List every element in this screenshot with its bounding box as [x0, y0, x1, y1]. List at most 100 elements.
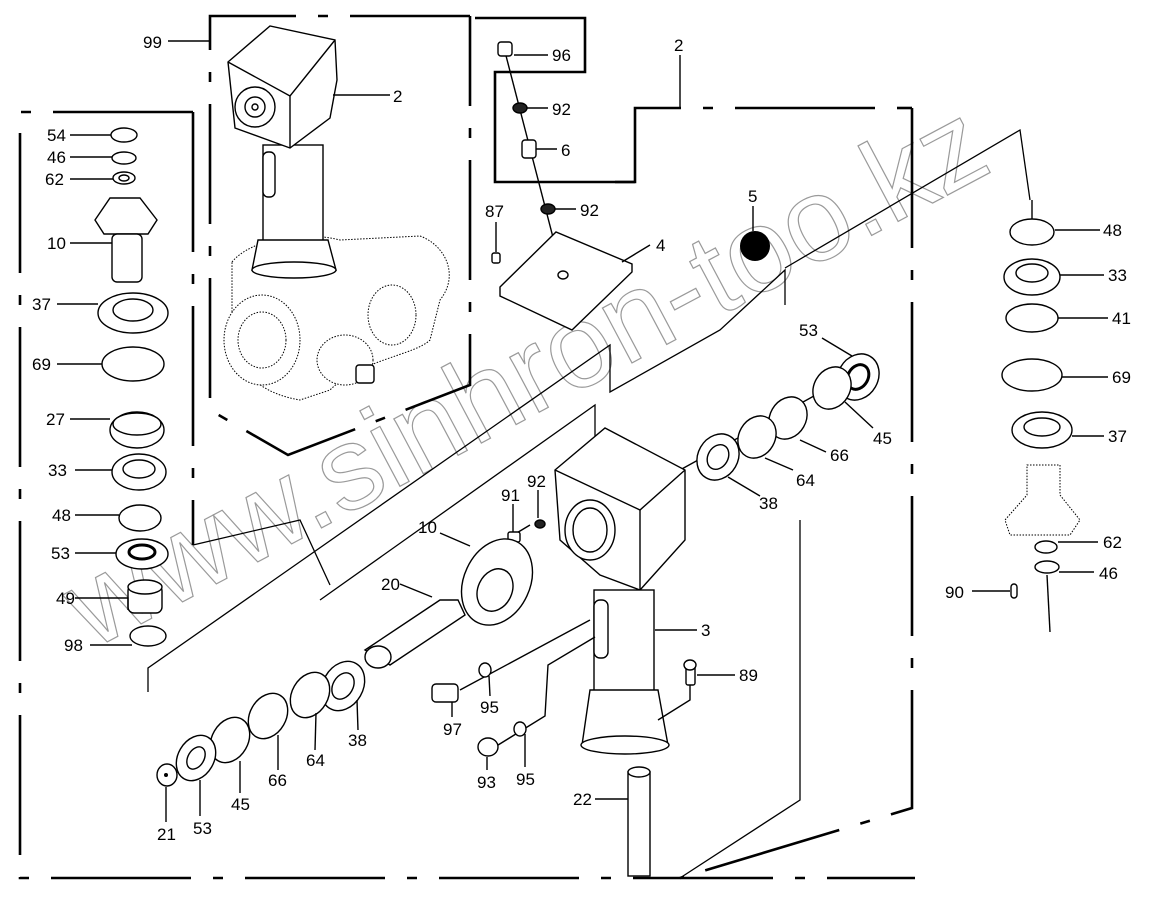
frame-housing-right: [679, 108, 914, 880]
callout-27: 27: [46, 410, 65, 429]
part-92b: [540, 203, 556, 215]
callout-54: 54: [47, 126, 66, 145]
right-column-parts: [1001, 200, 1081, 633]
callout-46: 46: [47, 148, 66, 167]
callout-33: 33: [48, 461, 67, 480]
callout-93: 93: [477, 773, 496, 792]
part-62b: [1034, 540, 1058, 554]
callout-87: 87: [485, 202, 504, 221]
callout-20: 20: [381, 575, 400, 594]
callout-89: 89: [739, 666, 758, 685]
callout-53: 53: [51, 544, 70, 563]
frame-top-small: [475, 16, 635, 184]
part-45b-circlip: [209, 716, 251, 764]
part-46b: [1034, 560, 1060, 574]
right-shaft-parts: [679, 353, 880, 481]
callout-69: 69: [1112, 368, 1131, 387]
callout-53: 53: [799, 321, 818, 340]
callout-92: 92: [552, 100, 571, 119]
callout-10: 10: [418, 518, 437, 537]
part-95a-washer: [478, 662, 492, 678]
callout-46: 46: [1099, 564, 1118, 583]
frame-left-bottom: [18, 110, 915, 880]
frame-assembly-99: [208, 14, 472, 457]
callout-98: 98: [64, 636, 83, 655]
callout-leaders: [57, 40, 1108, 822]
part-90-pin: [1010, 583, 1018, 599]
callout-33: 33: [1108, 266, 1127, 285]
part-69-ring: [101, 346, 165, 382]
callout-97: 97: [443, 720, 462, 739]
callout-49: 49: [56, 589, 75, 608]
frame-inner-right: [679, 520, 801, 879]
callout-37: 37: [32, 295, 51, 314]
callout-95: 95: [516, 770, 535, 789]
callout-96: 96: [552, 46, 571, 65]
callout-6: 6: [561, 141, 570, 160]
part-66b-ring: [247, 692, 289, 740]
frame-diag-4: [192, 519, 331, 586]
callout-69: 69: [32, 355, 51, 374]
callout-21: 21: [157, 825, 176, 844]
part-93-plug: [477, 737, 499, 757]
callout-4: 4: [656, 236, 665, 255]
assembly-99-drawing: [223, 25, 450, 401]
callout-66: 66: [830, 446, 849, 465]
callout-labels: 99 2 96 92 6 92 87 4 2 5 54 46 62 10 37 …: [32, 33, 1131, 844]
callout-45: 45: [873, 429, 892, 448]
callout-3: 3: [701, 621, 710, 640]
part-4-cover: [499, 231, 633, 331]
callout-2: 2: [674, 36, 683, 55]
callout-10: 10: [47, 234, 66, 253]
part-64-ring: [737, 415, 777, 459]
callout-99: 99: [143, 33, 162, 52]
callout-45: 45: [231, 795, 250, 814]
part-22-shaft: [627, 771, 651, 877]
frame-diag-2: [784, 128, 1031, 269]
callout-41: 41: [1112, 309, 1131, 328]
callout-2: 2: [393, 87, 402, 106]
callout-92: 92: [580, 201, 599, 220]
part-54: [110, 127, 138, 143]
part-92a: [512, 102, 528, 114]
part-48b-nut: [1009, 218, 1055, 246]
part-98-clamp: [129, 625, 167, 647]
part-92c: [534, 519, 546, 529]
part-95b-washer: [513, 721, 527, 737]
part-66-ring: [768, 396, 808, 440]
part-5-dot: [740, 231, 770, 261]
callout-48: 48: [1103, 221, 1122, 240]
callout-95: 95: [480, 698, 499, 717]
callout-5: 5: [748, 187, 757, 206]
callout-91: 91: [501, 486, 520, 505]
housing-3-drawing: [554, 427, 697, 877]
part-6: [521, 139, 537, 159]
callout-62: 62: [45, 170, 64, 189]
callout-22: 22: [573, 790, 592, 809]
callout-64: 64: [306, 751, 325, 770]
callout-37: 37: [1108, 427, 1127, 446]
part-10c-ghost: [1004, 464, 1081, 536]
part-87: [491, 252, 501, 264]
callout-64: 64: [796, 471, 815, 490]
frame-housing-top: [615, 106, 897, 184]
part-97-plug: [431, 683, 459, 703]
part-48-nut: [118, 504, 162, 532]
callout-66: 66: [268, 771, 287, 790]
part-69b-ring: [1001, 358, 1063, 392]
callout-62: 62: [1103, 533, 1122, 552]
callout-92: 92: [527, 472, 546, 491]
part-41-ring: [1005, 303, 1059, 333]
callout-90: 90: [945, 583, 964, 602]
part-96: [497, 41, 513, 57]
frame-diag-1: [147, 268, 786, 692]
callout-53: 53: [193, 819, 212, 838]
part-64b-ring: [289, 671, 331, 719]
part-10-pinion: [94, 197, 158, 235]
callout-38: 38: [759, 494, 778, 513]
part-45-circlip: [812, 366, 852, 410]
callout-38: 38: [348, 731, 367, 750]
left-shaft-parts: [156, 519, 596, 787]
top-small-parts: [491, 41, 770, 331]
